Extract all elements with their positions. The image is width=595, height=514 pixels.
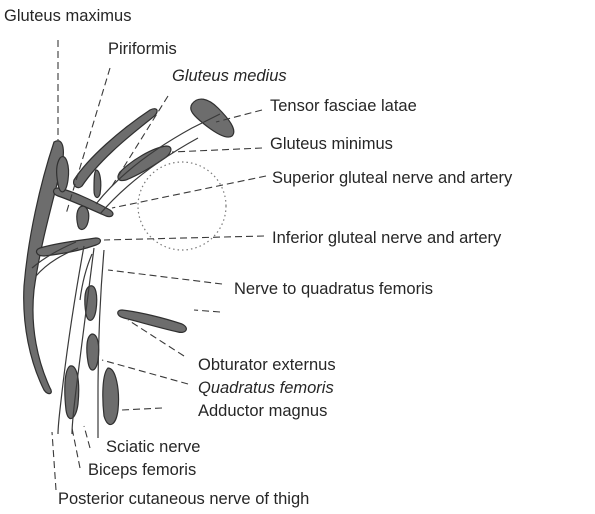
leader-nerve-quadratus-1 (108, 270, 222, 284)
label-tensor-fasciae-latae: Tensor fasciae latae (270, 97, 417, 115)
label-nerve-quadratus: Nerve to quadratus femoris (234, 280, 433, 298)
label-gluteus-maximus: Gluteus maximus (4, 7, 131, 25)
label-obturator-externus: Obturator externus (198, 356, 336, 374)
label-gluteus-medius: Gluteus medius (172, 67, 287, 85)
leader-lines (52, 40, 266, 490)
label-piriformis: Piriformis (108, 40, 177, 58)
label-adductor-magnus: Adductor magnus (198, 402, 327, 420)
leader-gluteus-minimus (172, 148, 262, 152)
leader-inferior-gluteal (104, 236, 264, 240)
greater-trochanter-outline (138, 162, 226, 250)
obturator-internus-shape (37, 238, 101, 256)
leader-adductor-magnus (122, 408, 162, 410)
quadratus-femoris-shape (118, 310, 187, 332)
leader-superior-gluteal (112, 176, 266, 208)
leader-biceps-femoris (72, 428, 80, 468)
gemellus-shape (77, 206, 89, 229)
leader-sciatic-nerve (84, 426, 90, 448)
label-quadratus-femoris: Quadratus femoris (198, 379, 334, 397)
gluteus-maximus-band (57, 157, 69, 192)
semimembranosus-shape (103, 368, 119, 425)
biceps-femoris-shape (65, 366, 79, 419)
leader-posterior-cutaneous (52, 432, 56, 490)
label-inferior-gluteal: Inferior gluteal nerve and artery (272, 229, 501, 247)
muscle-shapes (24, 99, 234, 424)
leader-nerve-quadratus-2 (194, 310, 220, 312)
label-sciatic-nerve: Sciatic nerve (106, 438, 200, 456)
small-rotator-shape (94, 170, 101, 197)
label-biceps-femoris: Biceps femoris (88, 461, 196, 479)
label-superior-gluteal: Superior gluteal nerve and artery (272, 169, 512, 187)
label-posterior-cutaneous: Posterior cutaneous nerve of thigh (58, 490, 309, 508)
label-gluteus-minimus: Gluteus minimus (270, 135, 393, 153)
adductor-magnus-shape (87, 334, 99, 370)
